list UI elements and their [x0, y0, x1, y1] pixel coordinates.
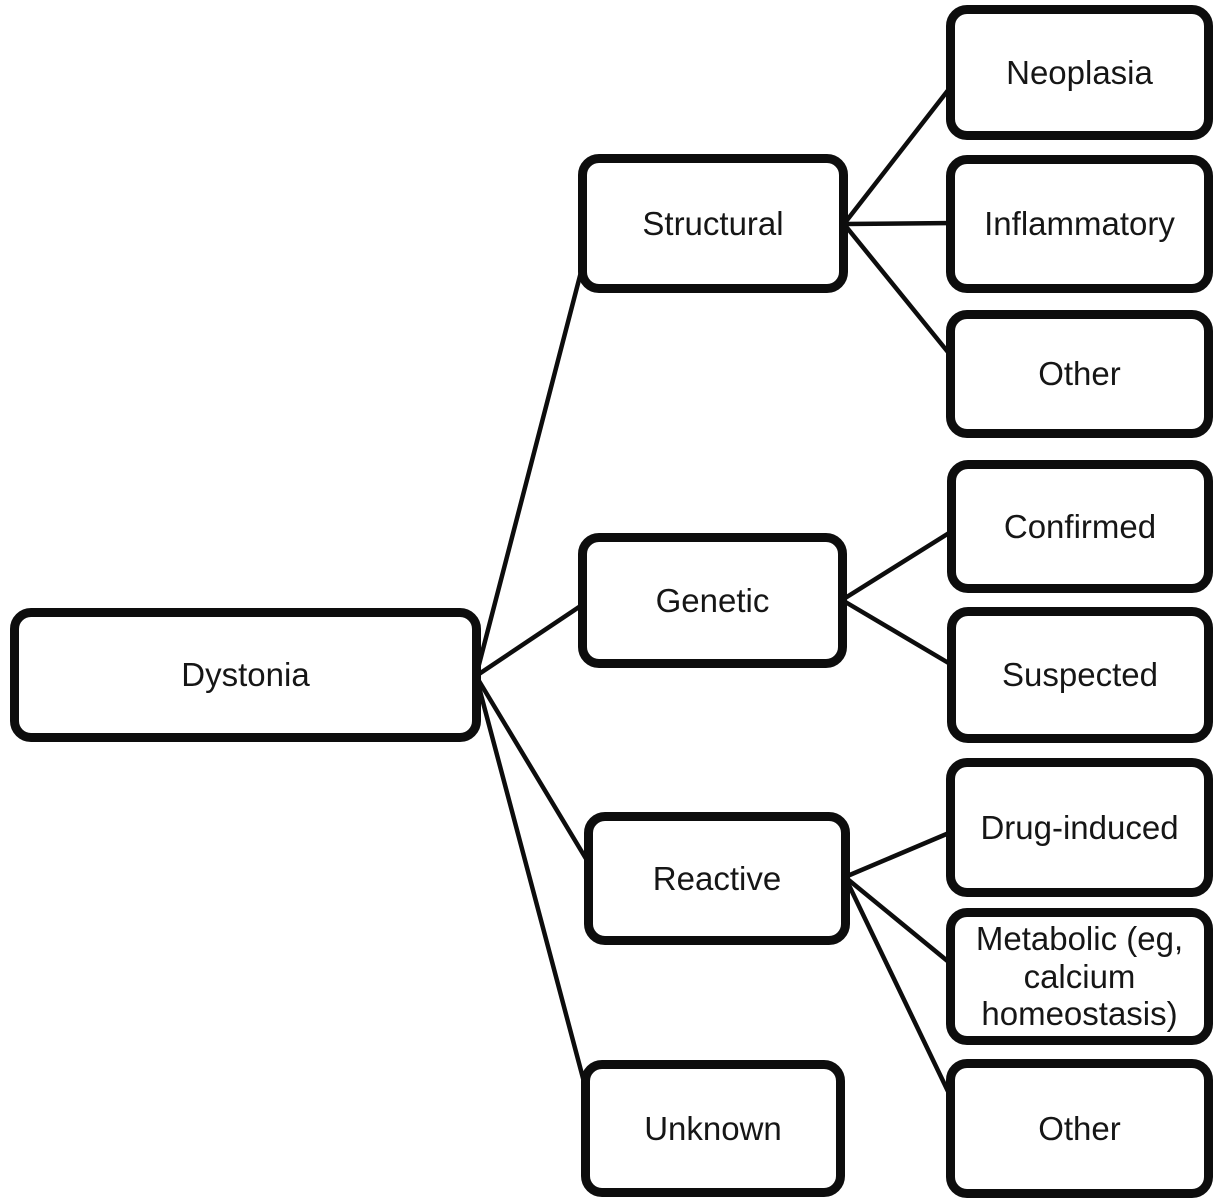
node-confirmed: Confirmed — [947, 460, 1213, 593]
node-structural: Structural — [578, 154, 848, 293]
node-dystonia: Dystonia — [10, 608, 481, 742]
node-label: Neoplasia — [1006, 53, 1153, 91]
node-label: Unknown — [644, 1109, 782, 1147]
edge-structural-inflammatory — [841, 220, 959, 227]
edge-dystonia-genetic — [473, 598, 591, 679]
node-inflammatory: Inflammatory — [946, 155, 1213, 293]
edge-structural-neoplasia — [841, 77, 959, 227]
edge-dystonia-structural — [473, 242, 591, 679]
edge-reactive-metabolic — [842, 874, 959, 971]
node-neoplasia: Neoplasia — [946, 5, 1213, 140]
edge-dystonia-reactive — [473, 673, 597, 875]
edge-reactive-drug-induced — [842, 827, 959, 880]
node-label: Drug-induced — [980, 808, 1179, 846]
node-label: Confirmed — [1003, 507, 1157, 545]
edge-genetic-confirmed — [839, 525, 960, 603]
edge-structural-other — [841, 221, 959, 365]
node-label: Inflammatory — [984, 205, 1175, 243]
node-unknown: Unknown — [581, 1060, 845, 1197]
node-genetic: Genetic — [578, 533, 847, 668]
node-other-reactive: Other — [946, 1059, 1213, 1198]
node-suspected: Suspected — [947, 607, 1213, 743]
node-metabolic: Metabolic (eg, calcium homeostasis) — [946, 908, 1213, 1045]
edge-dystonia-unknown — [473, 673, 595, 1115]
node-label: Other — [1038, 355, 1121, 393]
node-reactive: Reactive — [584, 812, 850, 945]
node-other-structural: Other — [946, 310, 1213, 438]
node-label: Dystonia — [181, 656, 310, 694]
node-label: Genetic — [655, 581, 770, 619]
node-label: Reactive — [652, 859, 782, 897]
node-label: Other — [1038, 1109, 1121, 1147]
node-label: Metabolic (eg, calcium homeostasis) — [975, 920, 1184, 1033]
node-drug-induced: Drug-induced — [946, 758, 1213, 897]
node-label: Structural — [642, 204, 784, 242]
node-label: Suspected — [1002, 656, 1158, 694]
edge-reactive-other — [842, 874, 959, 1111]
edge-genetic-suspected — [839, 597, 960, 671]
